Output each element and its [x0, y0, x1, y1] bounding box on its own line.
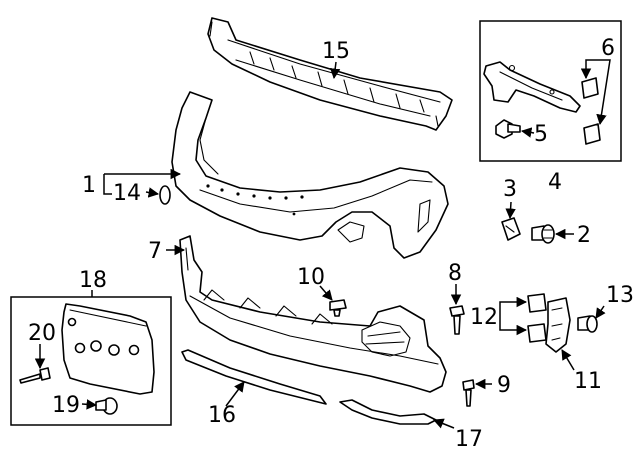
callout-6: 6: [601, 36, 615, 61]
callout-14: 14: [113, 181, 141, 206]
callout-16: 16: [208, 403, 236, 428]
part-bolt-9: [462, 379, 475, 407]
callout-7: 7: [148, 239, 162, 264]
part-bolt-5: [495, 119, 521, 139]
part-upper-fascia: [171, 91, 449, 259]
part-lower-molding: [181, 349, 327, 405]
callout-12: 12: [470, 305, 498, 330]
callout-2: 2: [577, 223, 591, 248]
inset-box-license: [10, 296, 172, 426]
part-clips-12: [527, 293, 547, 343]
part-clips-6: [581, 77, 601, 145]
callout-9: 9: [497, 373, 511, 398]
callout-3: 3: [503, 177, 517, 202]
part-corner-trim: [339, 399, 437, 425]
part-bolt-13: [577, 315, 598, 333]
part-rivet-20: [19, 367, 51, 384]
callout-labels: 15 1 14 6 5 4 3 2 7 10 8 12 13 11 9 16 1…: [28, 36, 634, 452]
leader-lines: [34, 59, 611, 429]
callout-18: 18: [79, 268, 107, 293]
part-bracket: [483, 61, 581, 113]
part-bracket-11: [545, 297, 571, 353]
callout-11: 11: [574, 369, 602, 394]
part-nut-3: [501, 217, 521, 241]
callout-5: 5: [534, 122, 548, 147]
part-bolt-2: [531, 224, 555, 244]
callout-20: 20: [28, 321, 56, 346]
part-screw-19: [95, 397, 118, 415]
part-energy-absorber: [207, 17, 453, 131]
callout-17: 17: [455, 427, 483, 452]
callout-13: 13: [606, 283, 634, 308]
callout-1: 1: [82, 173, 96, 198]
callout-8: 8: [448, 261, 462, 286]
callout-10: 10: [297, 265, 325, 290]
inset-box-bracket: [479, 20, 622, 162]
callout-4: 4: [548, 170, 562, 195]
part-license-bracket: [61, 303, 155, 395]
callout-15: 15: [322, 39, 350, 64]
callout-19: 19: [52, 393, 80, 418]
part-pin-8: [449, 305, 465, 335]
part-clip-10: [329, 299, 347, 317]
part-clip-14: [159, 185, 171, 205]
part-lower-bumper: [179, 235, 447, 393]
